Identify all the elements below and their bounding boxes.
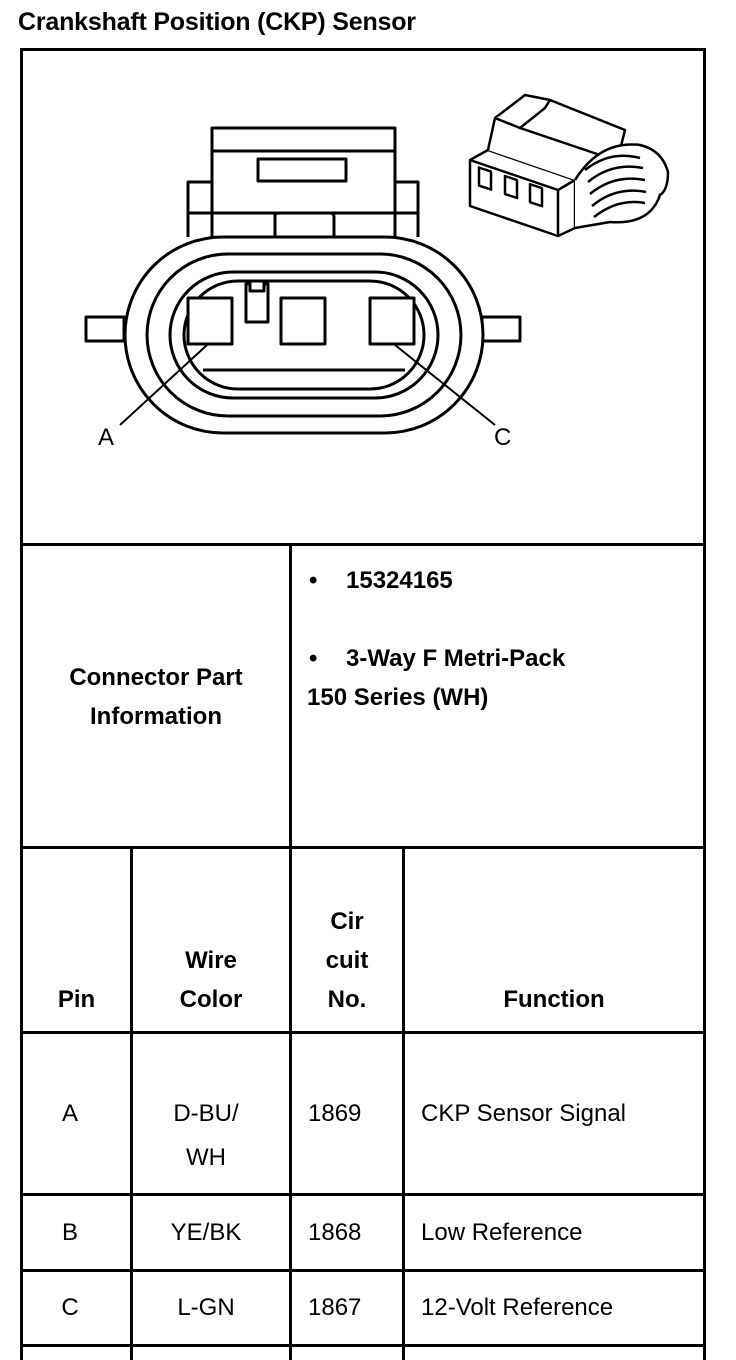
side-tab-right <box>480 315 522 343</box>
row-c-circuit: 1867 <box>308 1294 362 1321</box>
connector-table-frame <box>20 48 706 1360</box>
pin-label-a: A <box>98 424 115 451</box>
header-pin: Pin <box>57 986 96 1013</box>
row-b-circuit: 1868 <box>308 1219 362 1246</box>
divider-row-a <box>20 1193 706 1196</box>
header-circuit-line3: No. <box>327 986 367 1013</box>
connector-description-line2: 150 Series (WH) <box>307 684 489 711</box>
divider-header <box>20 1031 706 1034</box>
divider-col-pin <box>130 846 133 1360</box>
divider-col-function <box>402 846 405 1360</box>
row-a-wire-color-line2: WH <box>186 1144 226 1171</box>
header-function: Function <box>503 986 605 1013</box>
bullet-part-number: • <box>309 567 318 594</box>
row-c-function: 12-Volt Reference <box>421 1294 614 1321</box>
header-wire-color-line1: Wire <box>185 947 237 974</box>
connector-info-label-line2: Information <box>90 703 222 730</box>
connector-face-diagram <box>84 93 670 435</box>
divider-row-c <box>20 1344 706 1347</box>
latch-shoulder-left <box>186 180 212 237</box>
header-circuit-line2: cuit <box>325 947 369 974</box>
cavity-c <box>368 296 416 346</box>
row-a-circuit: 1869 <box>308 1100 362 1127</box>
row-a-function: CKP Sensor Signal <box>421 1100 627 1127</box>
connector-description-line1: 3-Way F Metri-Pack <box>346 645 566 672</box>
latch-shoulder-right <box>395 180 420 237</box>
bullet-description: • <box>309 645 318 672</box>
connector-info-label-line1: Connector Part <box>69 664 243 691</box>
side-tab-left <box>84 315 126 343</box>
divider-row-b <box>20 1269 706 1272</box>
cavity-a <box>186 296 234 346</box>
cavity-b <box>279 296 327 346</box>
divider-info <box>20 846 706 849</box>
row-b-function: Low Reference <box>421 1219 583 1246</box>
row-b-pin: B <box>61 1219 78 1246</box>
leader-line-a <box>119 344 208 426</box>
divider-diagram <box>20 543 706 546</box>
page-title: Crankshaft Position (CKP) Sensor <box>18 8 416 36</box>
row-a-pin: A <box>61 1100 78 1127</box>
latch-window <box>256 157 348 183</box>
row-c-wire-color: L-GN <box>177 1294 235 1321</box>
divider-col-circuit <box>289 543 292 1360</box>
part-number: 15324165 <box>346 567 453 594</box>
leader-line-c <box>394 344 496 426</box>
row-c-pin: C <box>61 1294 79 1321</box>
row-a-wire-color-line1: D-BU/ <box>173 1100 239 1127</box>
row-b-wire-color: YE/BK <box>170 1219 242 1246</box>
header-wire-color-line2: Color <box>179 986 243 1013</box>
pin-label-c: C <box>494 424 512 451</box>
header-circuit-line1: Cir <box>330 908 364 935</box>
connector-isometric-view <box>468 93 670 238</box>
